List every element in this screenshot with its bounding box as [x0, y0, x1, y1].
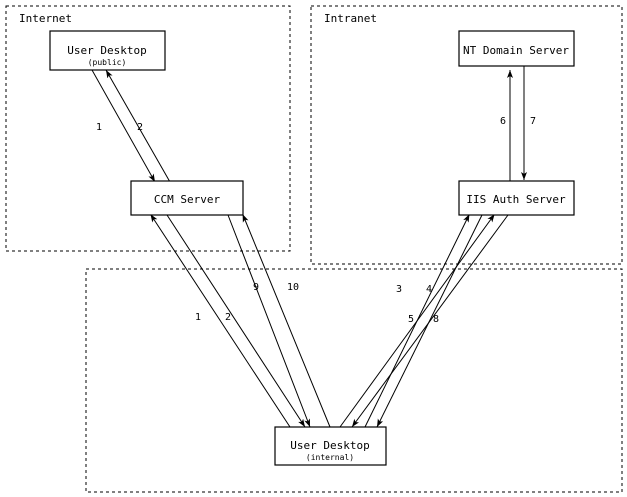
- node-ccm-server-title: CCM Server: [154, 193, 221, 206]
- node-user-desktop-internal-box[interactable]: [274, 426, 387, 466]
- connector-8-iis-to-internal: [351, 214, 509, 428]
- zone-internal-network: [85, 268, 623, 493]
- step-label-2-top: 2: [137, 122, 143, 133]
- connector-2-ccm-to-public: [105, 69, 171, 183]
- zone-internet-label: Internet: [19, 12, 72, 25]
- node-user-desktop-public[interactable]: User Desktop (public): [49, 30, 166, 71]
- node-user-desktop-public-box[interactable]: [49, 30, 166, 71]
- node-iis-auth-server-box[interactable]: [458, 180, 575, 216]
- connector-group: [91, 66, 527, 428]
- node-nt-domain-server[interactable]: NT Domain Server: [458, 30, 575, 67]
- connector-9-ccm-to-internal: [227, 214, 311, 428]
- step-label-3: 3: [396, 284, 402, 295]
- node-ccm-server-box[interactable]: [130, 180, 244, 216]
- zone-internet: Internet: [5, 5, 291, 252]
- step-label-10: 10: [287, 282, 299, 293]
- connector-10-internal-to-ccm: [242, 214, 331, 428]
- step-label-8: 8: [433, 314, 439, 325]
- zone-intranet: Intranet: [310, 5, 623, 265]
- zone-internal-border: [85, 268, 623, 493]
- node-user-desktop-internal[interactable]: User Desktop (internal): [274, 426, 387, 466]
- step-label-6: 6: [500, 116, 506, 127]
- node-ccm-server[interactable]: CCM Server: [130, 180, 244, 216]
- node-nt-domain-server-box[interactable]: [458, 30, 575, 67]
- step-label-9: 9: [253, 282, 259, 293]
- step-label-5: 5: [408, 314, 414, 325]
- node-user-desktop-public-subtitle: (public): [88, 58, 127, 67]
- step-label-2-bottom: 2: [225, 312, 231, 323]
- node-user-desktop-internal-subtitle: (internal): [306, 453, 354, 462]
- connector-2-ccm-to-internal: [166, 214, 306, 428]
- step-label-4: 4: [426, 284, 432, 295]
- connector-5-internal-to-iis: [339, 214, 495, 428]
- connector-1-internal-to-ccm: [150, 214, 291, 428]
- node-iis-auth-server[interactable]: IIS Auth Server: [458, 180, 575, 216]
- node-iis-auth-server-title: IIS Auth Server: [466, 193, 566, 206]
- step-label-7: 7: [530, 116, 536, 127]
- step-label-1-top: 1: [96, 122, 102, 133]
- node-nt-domain-server-title: NT Domain Server: [463, 44, 569, 57]
- node-user-desktop-internal-title: User Desktop: [290, 439, 369, 452]
- node-user-desktop-public-title: User Desktop: [67, 44, 146, 57]
- step-label-group: 1 2 6 7 9 10 1 2 3 4 5 8: [96, 116, 536, 325]
- step-label-1-bottom: 1: [195, 312, 201, 323]
- zone-intranet-label: Intranet: [324, 12, 377, 25]
- connector-1-public-to-ccm: [91, 69, 156, 183]
- zone-intranet-border: [310, 5, 623, 265]
